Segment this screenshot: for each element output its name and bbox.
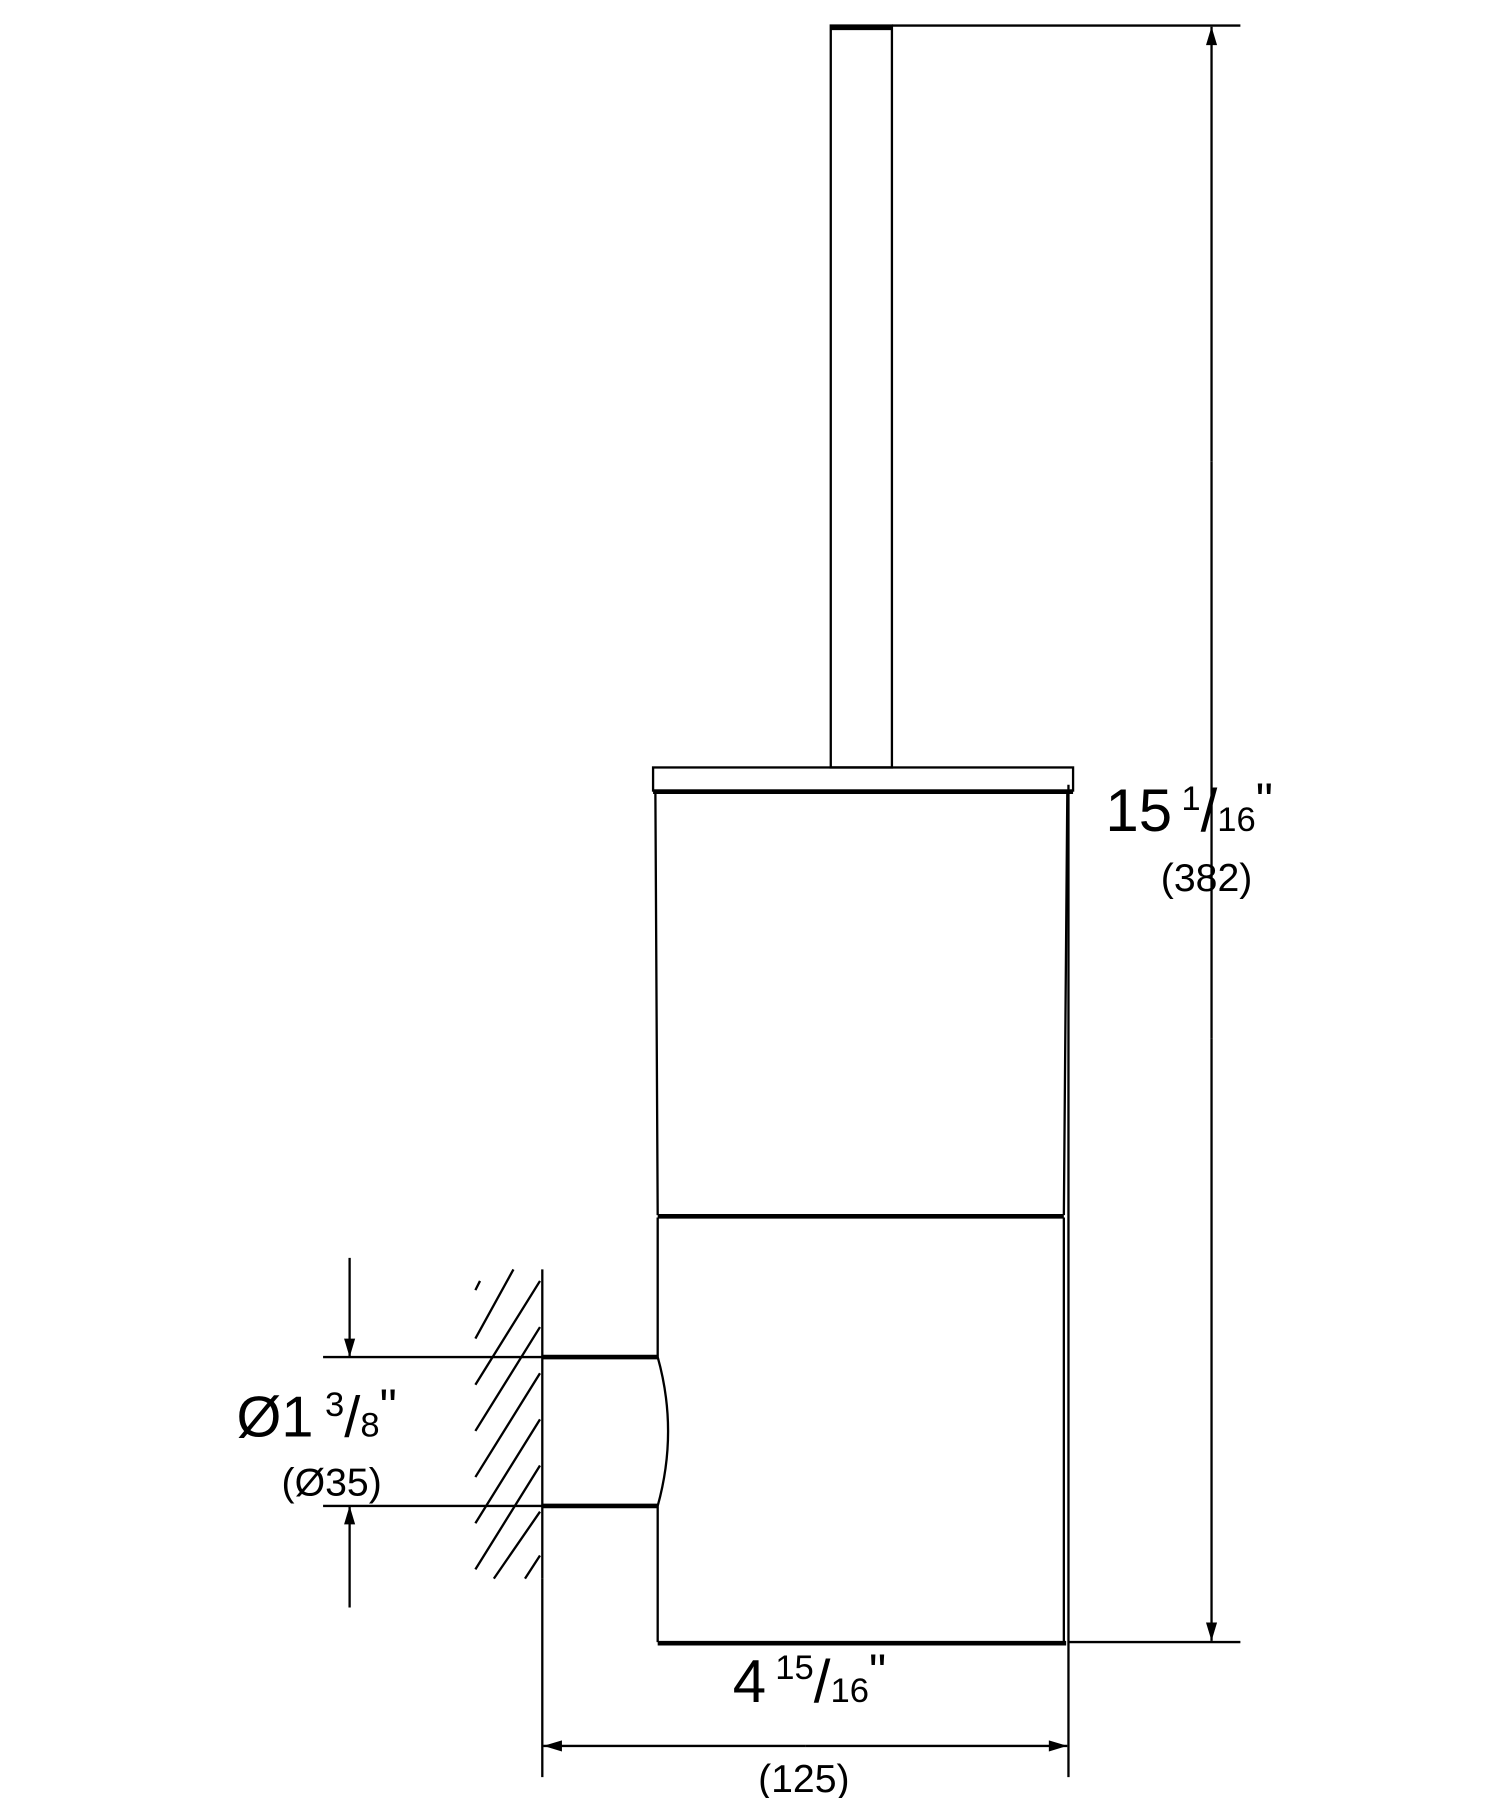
wall-hatching <box>474 1268 544 1580</box>
holder-lid <box>651 766 1075 794</box>
svg-text:(382): (382) <box>1161 856 1253 900</box>
holder-upper-body <box>654 792 1069 1216</box>
holder-lower-body <box>656 1217 1065 1643</box>
svg-text:151/16": 151/16" <box>1105 774 1273 844</box>
brush-handle <box>829 24 894 769</box>
svg-text:(Ø35): (Ø35) <box>282 1461 382 1505</box>
svg-text:Ø13/8": Ø13/8" <box>237 1380 397 1450</box>
svg-text:(125): (125) <box>758 1757 850 1798</box>
wall-mount <box>542 1354 658 1509</box>
svg-text:415/16": 415/16" <box>733 1645 886 1715</box>
